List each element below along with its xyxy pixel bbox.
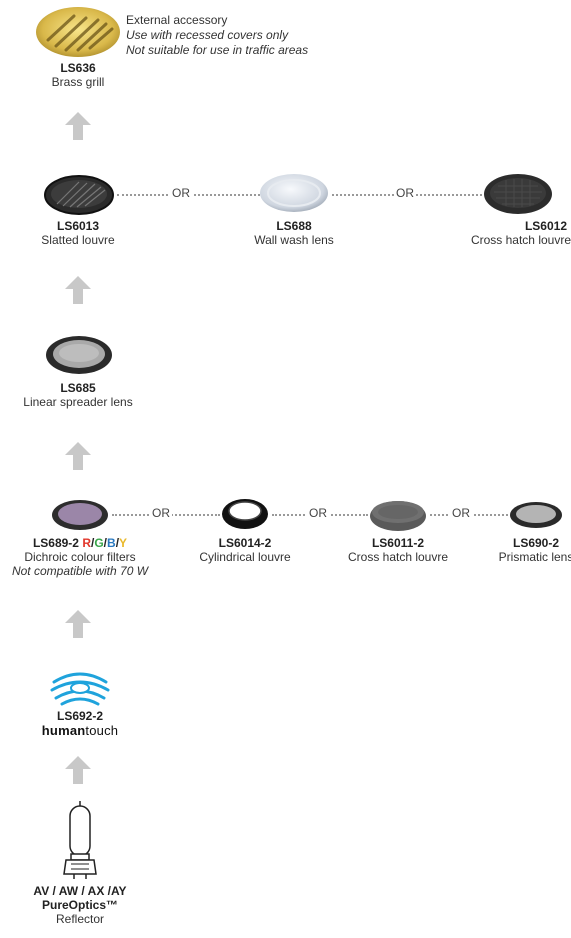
ls6011-2-name: Cross hatch louvre xyxy=(347,550,449,564)
external-accessory-heading: External accessory xyxy=(126,13,228,27)
variant-separator: / xyxy=(103,536,108,550)
ls6013-name: Slatted louvre xyxy=(41,233,115,247)
reflector-codes: AV / AW / AX /AY xyxy=(33,884,127,898)
external-note-recessed: Use with recessed covers only xyxy=(126,28,289,42)
cross-hatch-louvre-icon xyxy=(484,174,552,214)
ls692-2-code: LS692-2 xyxy=(56,709,104,723)
variant-g: G xyxy=(94,536,104,550)
ls690-2-code: LS690-2 xyxy=(512,536,560,550)
ls688-name: Wall wash lens xyxy=(254,233,334,247)
ls685-name: Linear spreader lens xyxy=(23,395,133,409)
prismatic-lens-icon xyxy=(510,502,562,528)
cylindrical-louvre-icon xyxy=(222,499,268,529)
brand-touch: touch xyxy=(85,723,119,738)
up-arrow-icon xyxy=(65,442,91,470)
cross-hatch-louvre-2-icon xyxy=(370,501,426,531)
variant-r: R xyxy=(82,536,91,550)
ls6011-2-code: LS6011-2 xyxy=(371,536,425,550)
ls689-note: Not compatible with 70 W xyxy=(11,564,149,578)
ls6014-2-code: LS6014-2 xyxy=(218,536,272,550)
lamp-bulb-icon xyxy=(63,801,97,879)
or-label: OR xyxy=(307,506,329,520)
wall-wash-lens-icon xyxy=(260,174,328,212)
brand-human: human xyxy=(41,723,86,738)
ls6013-code: LS6013 xyxy=(56,219,100,233)
humantouch-logo-icon xyxy=(50,672,110,706)
brass-grill-icon xyxy=(36,7,120,57)
up-arrow-icon xyxy=(65,276,91,304)
reflector-brand: PureOptics™ xyxy=(41,898,119,912)
ls636-name: Brass grill xyxy=(51,75,105,89)
or-label: OR xyxy=(450,506,472,520)
up-arrow-icon xyxy=(65,112,91,140)
ls689-code: LS689-2 R/G/B/Y xyxy=(33,536,127,550)
ls685-code: LS685 xyxy=(60,381,96,395)
ls689-name: Dichroic colour filters xyxy=(24,550,136,564)
variant-y: Y xyxy=(119,536,128,550)
variant-separator: / xyxy=(90,536,95,550)
dichroic-filter-icon xyxy=(52,500,108,530)
humantouch-brand: humantouch xyxy=(42,723,118,738)
up-arrow-icon xyxy=(65,756,91,784)
ls690-2-name: Prismatic lens xyxy=(498,550,571,564)
slatted-louvre-icon xyxy=(44,175,114,215)
external-note-traffic: Not suitable for use in traffic areas xyxy=(126,43,309,57)
ls6014-2-name: Cylindrical louvre xyxy=(199,550,291,564)
linear-spreader-lens-icon xyxy=(46,336,112,374)
or-label: OR xyxy=(170,186,192,200)
or-label: OR xyxy=(150,506,172,520)
ls6012-name: Cross hatch louvre xyxy=(470,233,571,247)
reflector-name: Reflector xyxy=(55,912,105,926)
variant-b: B xyxy=(107,536,116,550)
variant-separator: / xyxy=(115,536,120,550)
up-arrow-icon xyxy=(65,610,91,638)
ls688-code: LS688 xyxy=(276,219,312,233)
or-label: OR xyxy=(394,186,416,200)
ls689-base-code: LS689-2 xyxy=(32,536,79,550)
ls6012-code: LS6012 xyxy=(524,219,567,233)
ls636-code: LS636 xyxy=(60,61,96,75)
